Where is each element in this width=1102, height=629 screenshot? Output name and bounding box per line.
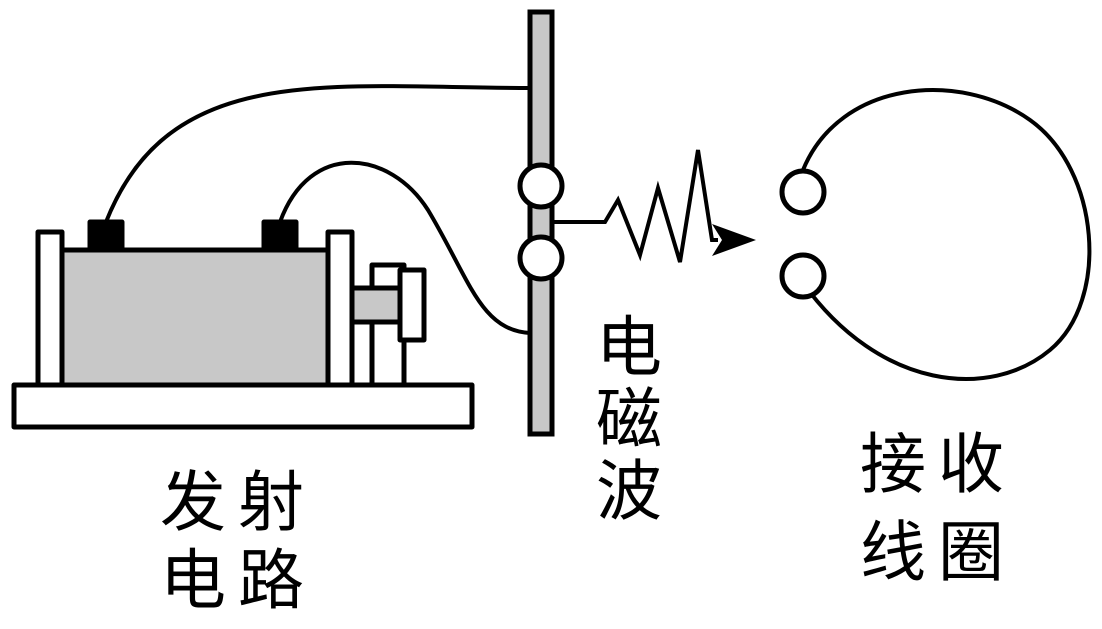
wire-upper xyxy=(104,84,531,223)
receiver-ball-top xyxy=(779,168,827,216)
disc xyxy=(397,267,427,343)
wave-arrowhead-icon xyxy=(712,224,756,256)
wire-lower xyxy=(278,160,531,335)
base-plate xyxy=(11,382,475,430)
spark-ball-top xyxy=(517,162,565,210)
transmitter-label-line2: 电路 xyxy=(160,542,316,619)
receiver-ball-bottom xyxy=(779,252,827,300)
receiver-label-line1: 接收 xyxy=(860,426,1016,503)
terminal-left xyxy=(87,219,125,253)
antenna-rod xyxy=(527,9,555,437)
battery-body xyxy=(59,247,331,388)
transmitter-label-line1: 发射 xyxy=(160,464,316,541)
spark-ball-bottom xyxy=(517,234,565,282)
transmitter-circuit xyxy=(11,219,475,430)
wave-zigzag xyxy=(553,149,718,263)
right-post xyxy=(325,229,355,388)
receiver-loop xyxy=(801,88,1092,381)
left-post xyxy=(35,229,65,388)
terminal-right xyxy=(261,219,299,253)
wave-label: 电磁波 xyxy=(585,312,662,528)
receiver-label-line2: 线圈 xyxy=(860,514,1016,591)
